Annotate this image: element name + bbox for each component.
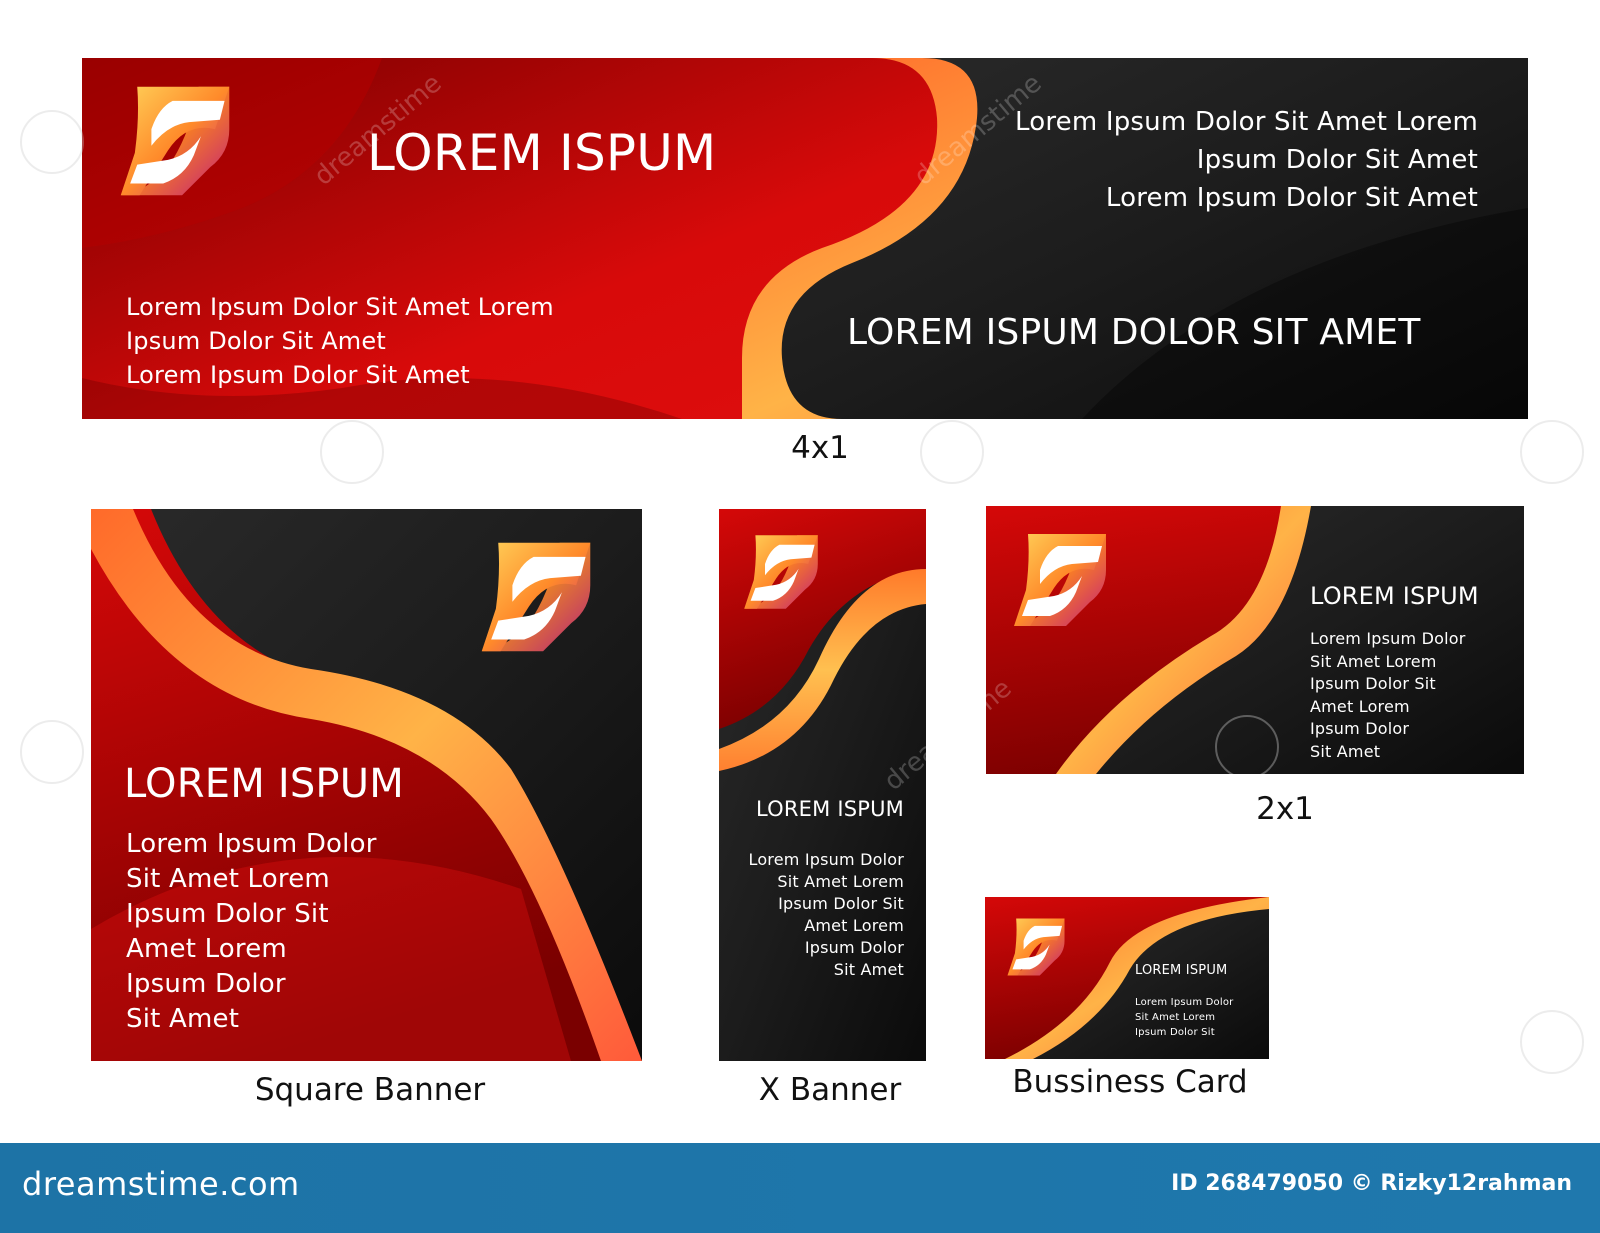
- business-card-caption: Bussiness Card: [1012, 1064, 1248, 1100]
- banner-4x1-title: LOREM ISPUM: [367, 124, 717, 182]
- text-line: Sit Amet: [833, 960, 904, 979]
- text-line: Sit Amet Lorem: [777, 872, 904, 891]
- banner-2x1: LOREM ISPUM Lorem Ipsum Dolor Sit Amet L…: [986, 506, 1524, 774]
- text-line: Lorem Ipsum Dolor: [126, 829, 377, 859]
- text-line: Lorem Ipsum Dolor: [1135, 997, 1234, 1008]
- text-line: Amet Lorem: [126, 934, 287, 964]
- text-line: Lorem Ipsum Dolor Sit Amet Lorem: [1015, 107, 1478, 137]
- banner-2x1-caption: 2x1: [1256, 791, 1314, 827]
- footer-credit: ID 268479050 © Rizky12rahman: [1171, 1171, 1572, 1196]
- x-banner-caption: X Banner: [758, 1072, 902, 1108]
- square-banner: LOREM ISPUM Lorem Ipsum Dolor Sit Amet L…: [91, 509, 642, 1061]
- text-line: Ipsum Dolor Sit: [1310, 674, 1436, 693]
- footer-bar: dreamstime.com ID 268479050 © Rizky12rah…: [0, 1143, 1600, 1233]
- swirl-icon: [920, 420, 984, 484]
- banner-4x1-tagline: LOREM ISPUM DOLOR SIT AMET: [847, 312, 1421, 353]
- text-line: Ipsum Dolor Sit Amet: [126, 327, 386, 355]
- banner-4x1-background: [82, 58, 1528, 419]
- text-line: Amet Lorem: [1310, 696, 1410, 716]
- x-banner-title: LOREM ISPUM: [755, 797, 904, 821]
- footer-brand[interactable]: dreamstime.com: [22, 1165, 300, 1203]
- s-logo-icon: [741, 531, 821, 613]
- swirl-icon: [20, 110, 84, 174]
- s-logo-icon: [1010, 528, 1110, 632]
- business-card-text: Lorem Ipsum Dolor Sit Amet Lorem Ipsum D…: [1135, 995, 1233, 1040]
- banner-2x1-title: LOREM ISPUM: [1310, 582, 1479, 610]
- banner-4x1: LOREM ISPUM Lorem Ipsum Dolor Sit Amet L…: [82, 58, 1528, 419]
- text-line: Ipsum Dolor Sit: [778, 894, 904, 913]
- swirl-icon: [1520, 420, 1584, 484]
- x-banner-text: Lorem Ipsum Dolor Sit Amet Lorem Ipsum D…: [748, 849, 904, 981]
- banner-4x1-caption: 4x1: [791, 430, 849, 466]
- s-logo-icon: [1005, 915, 1067, 979]
- banner-2x1-text: Lorem Ipsum Dolor Sit Amet Lorem Ipsum D…: [1310, 628, 1466, 763]
- square-banner-caption: Square Banner: [254, 1072, 486, 1108]
- text-line: Ipsum Dolor Sit: [126, 899, 329, 929]
- text-line: Lorem Ipsum Dolor Sit Amet: [1105, 183, 1478, 213]
- text-line: Ipsum Dolor: [126, 969, 286, 999]
- text-line: Sit Amet Lorem: [1310, 651, 1437, 671]
- text-line: Sit Amet: [1310, 741, 1381, 761]
- s-logo-icon: [477, 535, 595, 659]
- text-line: Lorem Ipsum Dolor Sit Amet Lorem: [126, 293, 554, 321]
- text-line: Lorem Ipsum Dolor: [1310, 629, 1466, 648]
- text-line: Ipsum Dolor Sit Amet: [1196, 145, 1478, 175]
- x-banner: LOREM ISPUM Lorem Ipsum Dolor Sit Amet L…: [719, 509, 926, 1061]
- text-line: Ipsum Dolor: [804, 938, 904, 957]
- swirl-icon: [320, 420, 384, 484]
- banner-4x1-left-text: Lorem Ipsum Dolor Sit Amet Lorem Ipsum D…: [126, 290, 554, 392]
- business-card-title: LOREM ISPUM: [1135, 963, 1228, 978]
- text-line: Lorem Ipsum Dolor: [748, 850, 904, 869]
- banner-4x1-right-text: Lorem Ipsum Dolor Sit Amet Lorem Ipsum D…: [1015, 103, 1478, 217]
- square-banner-title: LOREM ISPUM: [124, 761, 404, 807]
- swirl-icon: [1520, 1010, 1584, 1074]
- swirl-icon: [20, 720, 84, 784]
- s-logo-icon: [116, 80, 234, 202]
- text-line: Ipsum Dolor Sit: [1135, 1027, 1215, 1038]
- text-line: Sit Amet: [126, 1004, 240, 1034]
- square-banner-text: Lorem Ipsum Dolor Sit Amet Lorem Ipsum D…: [126, 827, 377, 1037]
- banner-2x1-background: [986, 506, 1524, 774]
- text-line: Lorem Ipsum Dolor Sit Amet: [126, 361, 470, 389]
- text-line: Sit Amet Lorem: [126, 864, 330, 894]
- text-line: Ipsum Dolor: [1310, 719, 1410, 738]
- business-card: LOREM ISPUM Lorem Ipsum Dolor Sit Amet L…: [985, 897, 1269, 1059]
- business-card-background: [985, 897, 1269, 1059]
- text-line: Sit Amet Lorem: [1135, 1012, 1216, 1023]
- text-line: Amet Lorem: [804, 916, 904, 935]
